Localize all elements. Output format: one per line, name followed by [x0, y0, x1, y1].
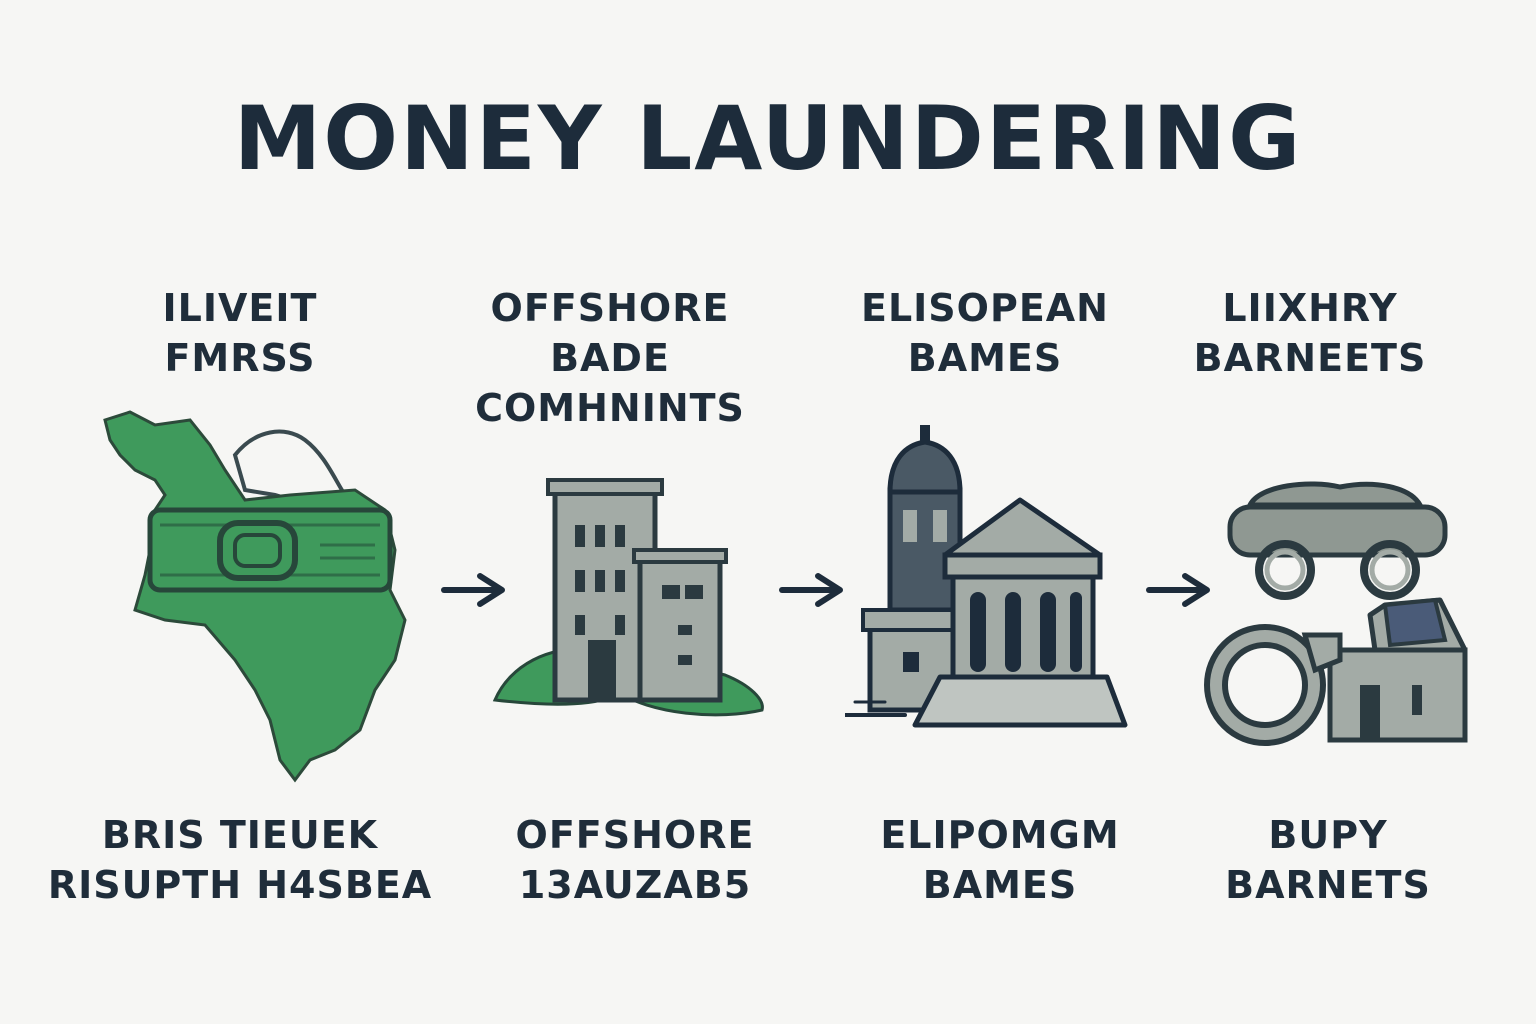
stage-2-bottom-label: OFFSHORE 13AUZAB5 [435, 810, 835, 910]
stage-1-top-line-1: ILIVEIT [162, 286, 318, 330]
stage-4-bottom-line-1: BUPY [1268, 813, 1388, 857]
stage-2-top-line-1: OFFSHORE [490, 286, 730, 330]
stage-3-bottom-line-2: BAMES [922, 863, 1078, 907]
stage-3-top-label: ELISOPEAN BAMES [785, 283, 1185, 383]
european-bank-icon [845, 425, 1128, 728]
stage-4-top-line-1: LIIXHRY [1222, 286, 1398, 330]
stage-4-bottom-label: BUPY BARNETS [1128, 810, 1528, 910]
stage-3-top-line-1: ELISOPEAN [860, 286, 1109, 330]
stage-4-top-line-2: BARNEETS [1193, 336, 1427, 380]
stage-2-top-label: OFFSHORE BADE COMHNINTS [410, 283, 810, 433]
stage-4-top-label: LIIXHRY BARNEETS [1110, 283, 1510, 383]
right-arrow-icon [779, 573, 843, 607]
stage-3-bottom-line-1: ELIPOMGM [880, 813, 1120, 857]
stage-1-bottom-label: BRIS TIEUEK RISUPTH H4SBEA [40, 810, 440, 910]
stage-3-bottom-label: ELIPOMGM BAMES [800, 810, 1200, 910]
right-arrow-icon [441, 573, 505, 607]
stage-1-bottom-line-2: RISUPTH H4SBEA [47, 863, 433, 907]
stage-1-top-label: ILIVEIT FMRSS [40, 283, 440, 383]
stage-4-bottom-line-2: BARNETS [1225, 863, 1431, 907]
stage-1-top-line-2: FMRSS [164, 336, 316, 380]
stage-3-top-line-2: BAMES [907, 336, 1063, 380]
stage-2-top-line-2: BADE [550, 336, 670, 380]
right-arrow-icon [1146, 573, 1210, 607]
stage-2-bottom-line-1: OFFSHORE [515, 813, 755, 857]
luxury-goods-icon [1204, 481, 1468, 746]
diagram-title: MONEY LAUNDERING [233, 87, 1303, 190]
map-with-banknote-icon [103, 410, 407, 783]
office-building-icon [492, 478, 764, 717]
stage-2-bottom-line-2: 13AUZAB5 [518, 863, 752, 907]
stage-2-top-line-3: COMHNINTS [475, 386, 745, 430]
stage-1-bottom-line-1: BRIS TIEUEK [101, 813, 379, 857]
